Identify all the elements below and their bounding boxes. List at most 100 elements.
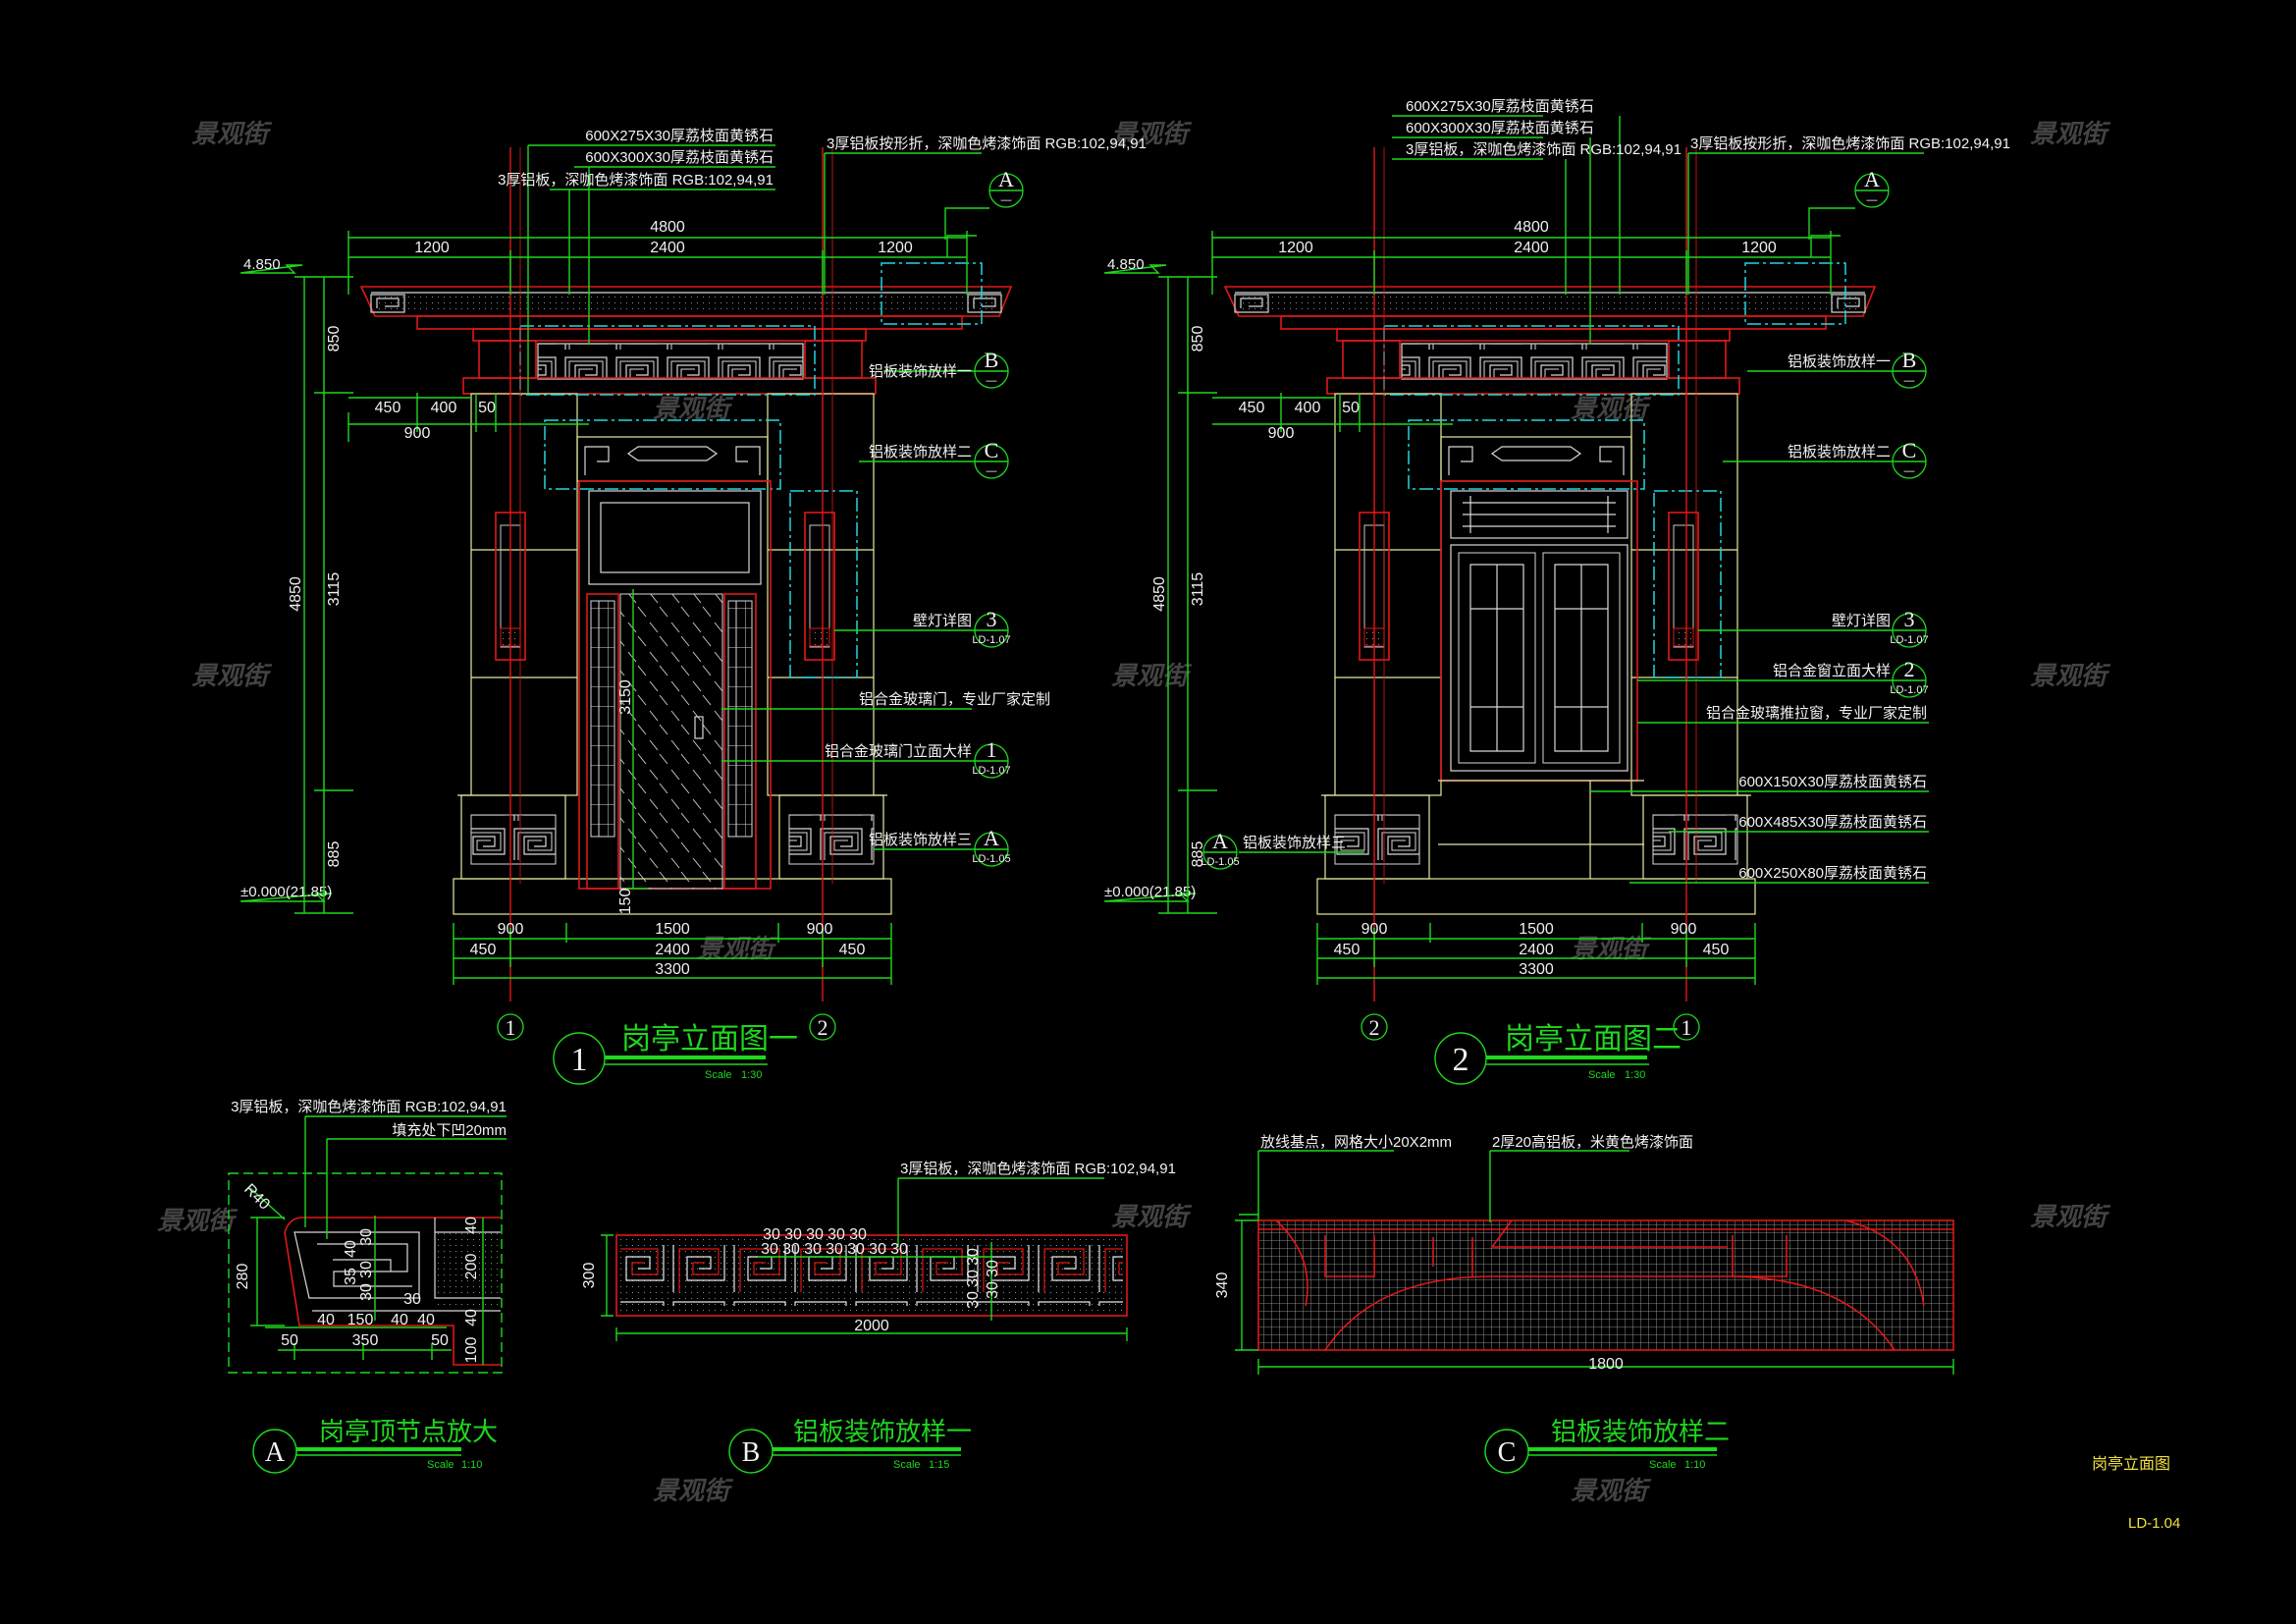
callout-3[interactable]: 壁灯详图 3 LD-1.07 [1832, 607, 1929, 648]
title-text: 岗亭立面图一 [621, 1022, 798, 1056]
dim-350: 350 [352, 1332, 379, 1349]
spacing-top: 30 30 30 30 30 [763, 1226, 867, 1243]
callout-id: B [985, 348, 999, 372]
callout-3[interactable]: 壁灯详图 3 LD-1.07 [913, 607, 1011, 648]
dim-30: 30 [763, 1226, 780, 1243]
callout-sheet: — [1904, 465, 1915, 477]
callout-id: 3 [987, 607, 997, 631]
dim-30: 30 [965, 1291, 982, 1309]
callout-a-base[interactable]: 铝板装饰放样三 A LD-1.05 [869, 826, 1011, 867]
callout-c[interactable]: 铝板装饰放样二 C — [869, 438, 1009, 479]
title-text: 铝板装饰放样一 [793, 1418, 972, 1447]
dim-200: 200 [463, 1254, 480, 1280]
callout-c[interactable]: 铝板装饰放样二 C — [1788, 438, 1927, 479]
watermark: 景观街 [1571, 1476, 1652, 1505]
callout-sheet: LD-1.07 [1890, 634, 1928, 646]
dim-v35: 35 [343, 1268, 359, 1285]
scale-label: Scale [427, 1459, 454, 1471]
scale-label: Scale [893, 1459, 921, 1471]
dim-30: 30 [804, 1241, 822, 1258]
scale-value: 1:30 [1625, 1069, 1645, 1081]
dim-w400: 400 [431, 400, 457, 416]
dim-b2-right: 450 [1703, 942, 1730, 958]
watermark: 景观街 [191, 119, 273, 148]
spacing-mid: 30 30 30 30 30 30 30 [761, 1241, 908, 1258]
watermark: 景观街 [2030, 661, 2111, 690]
dim-top-total: 4800 [650, 219, 685, 236]
callout-label: 铝合金窗立面大样 [1773, 662, 1891, 679]
callout-b[interactable]: 铝板装饰放样一 B — [1788, 348, 1927, 389]
callout-sheet: LD-1.07 [1890, 684, 1928, 696]
callout-id: 1 [987, 737, 997, 762]
dim-left-total: 4850 [1151, 576, 1168, 612]
callout-label: 壁灯详图 [1832, 613, 1891, 629]
callout-sheet: LD-1.05 [972, 853, 1010, 865]
callout-label: 壁灯详图 [913, 613, 972, 629]
callout-sheet: LD-1.07 [972, 765, 1010, 777]
dim-40-bottom: 40 [463, 1309, 480, 1326]
dim-door-height: 3150 [617, 679, 634, 715]
detail-a-title: A 岗亭顶节点放大 Scale 1:10 [252, 1418, 498, 1474]
note-glass-door: 铝合金玻璃门，专业厂家定制 [859, 691, 1050, 708]
watermark: 景观街 [191, 661, 273, 690]
callout-a-base[interactable]: A LD-1.05 铝板装饰放样三 [1201, 829, 1346, 870]
scale-value: 1:15 [929, 1459, 949, 1471]
title-number: B [742, 1437, 761, 1468]
callout-sheet: — [987, 375, 997, 387]
callout-id: 3 [1904, 607, 1915, 631]
dim-30: 30 [849, 1226, 867, 1243]
callout-a[interactable]: A — [988, 167, 1024, 208]
axis-label: 1 [506, 1015, 516, 1040]
detail-c-title: C 铝板装饰放样二 Scale 1:10 [1484, 1418, 1730, 1474]
dim-top-total: 4800 [1514, 219, 1549, 236]
dim-b1-right: 900 [1671, 921, 1697, 938]
dim-40-top: 40 [463, 1217, 480, 1234]
dim-left-upper: 850 [326, 326, 343, 352]
axis-label: 2 [818, 1015, 828, 1040]
callout-sheet: — [1904, 375, 1915, 387]
dim-30: 30 [784, 1226, 802, 1243]
scale-label: Scale [1588, 1069, 1616, 1081]
dim-b1-left: 900 [498, 921, 524, 938]
callout-id: A [1212, 829, 1228, 853]
scale-value: 1:30 [741, 1069, 762, 1081]
callout-a[interactable]: A — [1854, 167, 1890, 208]
note-sliding-window: 铝合金玻璃推拉窗，专业厂家定制 [1706, 704, 1927, 722]
dim-b1-right: 900 [807, 921, 833, 938]
callout-id: A [984, 826, 999, 850]
dim-i40: 40 [317, 1312, 335, 1328]
detail-c-note-grid: 放线基点，网格大小20X2mm [1260, 1134, 1452, 1151]
title-number: A [265, 1437, 286, 1468]
dim-left-mid: 3115 [1190, 572, 1206, 607]
dim-w50: 50 [1342, 400, 1360, 416]
dim-left-lower: 885 [1190, 841, 1206, 868]
dim-50-left: 50 [281, 1332, 298, 1349]
note-stone-250: 600X250X80厚荔枝面黄锈石 [1738, 865, 1927, 882]
callout-b[interactable]: 铝板装饰放样一 B — [869, 348, 1009, 389]
callout-sheet: — [1867, 194, 1878, 206]
note-roof-aluminum: 3厚铝板按形折，深咖色烤漆饰面 RGB:102,94,91 [1690, 135, 2010, 152]
elevation-1: 600X275X30厚荔枝面黄锈石 600X300X30厚荔枝面黄锈石 3厚铝板… [240, 128, 1147, 1085]
callout-sheet: LD-1.05 [1201, 856, 1239, 868]
scale-label: Scale [1649, 1459, 1677, 1471]
callout-2[interactable]: 铝合金窗立面大样 2 LD-1.07 [1773, 657, 1929, 698]
title-number: 2 [1453, 1042, 1469, 1078]
dim-i150: 150 [347, 1312, 374, 1328]
note-stone-300: 600X300X30厚荔枝面黄锈石 [1406, 120, 1594, 136]
dim-b1-mid: 1500 [1519, 921, 1554, 938]
callout-id: B [1902, 348, 1917, 372]
dim-30: 30 [985, 1260, 1001, 1277]
dim-30: 30 [847, 1241, 865, 1258]
detail-b-title: B 铝板装饰放样一 Scale 1:15 [728, 1418, 972, 1474]
title-text: 岗亭顶节点放大 [319, 1418, 498, 1447]
dim-v40: 40 [343, 1240, 359, 1258]
dim-30: 30 [965, 1248, 982, 1266]
callout-1[interactable]: 铝合金玻璃门立面大样 1 LD-1.07 [825, 737, 1011, 779]
watermark: 景观街 [653, 394, 734, 423]
dim-b2-right: 450 [839, 942, 866, 958]
dim-b2-left: 450 [1334, 942, 1361, 958]
dim-b2-mid: 2400 [655, 942, 690, 958]
scale-value: 1:10 [1684, 1459, 1705, 1471]
watermark: 景观街 [1111, 661, 1193, 690]
